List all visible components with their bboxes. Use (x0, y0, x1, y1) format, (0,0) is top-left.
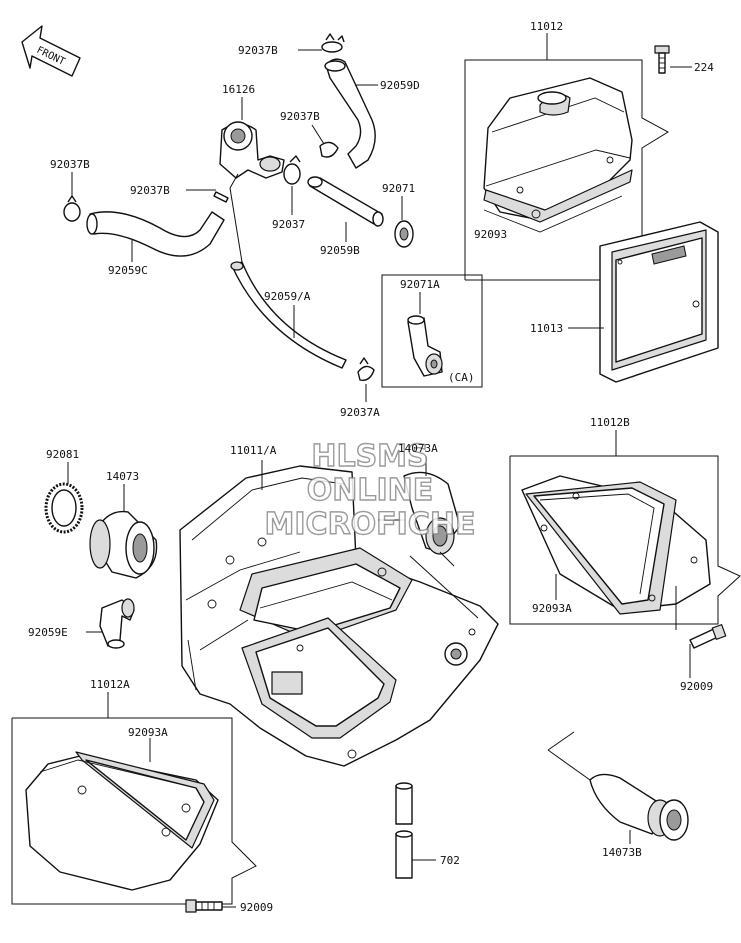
label-14073a: 14073A (398, 442, 438, 455)
label-11013: 11013 (530, 322, 563, 335)
front-arrow-icon: FRONT (21, 25, 81, 77)
label-224: 224 (694, 61, 714, 74)
label-16126: 16126 (222, 83, 255, 96)
cover-assembly-11012a-box (11, 692, 257, 905)
label-92059e: 92059E (28, 626, 68, 639)
label-11012: 11012 (530, 20, 563, 33)
hose-92059a-icon (229, 187, 347, 369)
clamp-92037b-mid-icon (311, 124, 339, 158)
cover-assembly-11012-box (464, 33, 670, 281)
grommet-92071-icon (394, 196, 414, 248)
label-92037b-mid: 92037B (280, 110, 320, 123)
label-92037a: 92037A (340, 406, 380, 419)
valve-16126-icon (219, 97, 285, 189)
label-702: 702 (440, 854, 460, 867)
label-ca: (CA) (448, 371, 475, 384)
hose-92059b-icon (307, 176, 384, 242)
air-cleaner-housing-11011a-icon (179, 460, 499, 767)
label-92093a-right: 92093A (532, 602, 572, 615)
label-92059c: 92059C (108, 264, 148, 277)
duct-14073-icon (89, 484, 158, 579)
hose-92059c-icon (86, 211, 225, 262)
watermark-line-1: HLSMS (311, 439, 428, 474)
label-11012a: 11012A (90, 678, 130, 691)
label-92081: 92081 (46, 448, 79, 461)
clamp-92037a-icon (357, 357, 375, 402)
label-14073: 14073 (106, 470, 139, 483)
label-92037b-small: 92037B (130, 184, 170, 197)
label-92071a: 92071A (400, 278, 440, 291)
label-11011a: 11011/A (230, 444, 277, 457)
label-92037: 92037 (272, 218, 305, 231)
label-92059d: 92059D (380, 79, 420, 92)
filter-element-11013-icon (568, 221, 719, 383)
filter-mesh-icon (651, 245, 687, 265)
watermark: HLSMS ONLINE MICROFICHE (264, 438, 476, 542)
label-92037b-top: 92037B (238, 44, 278, 57)
watermark-line-2: ONLINE (307, 473, 434, 508)
hose-92059d-icon (324, 58, 378, 169)
label-14073b: 14073B (602, 846, 642, 859)
screw-92009-bottom-icon (185, 899, 236, 913)
label-92093: 92093 (474, 228, 507, 241)
clamp-92037b-small-icon (186, 189, 229, 203)
label-92009-right: 92009 (680, 680, 713, 693)
label-92059a: 92059/A (264, 290, 311, 303)
label-92009-bottom: 92009 (240, 901, 273, 914)
clamp-92037-icon (283, 155, 301, 215)
tube-702-icon (395, 782, 436, 879)
clamp-92037b-left-icon (63, 172, 81, 222)
elbow-hose-92059e-icon (86, 598, 135, 649)
duct-14073a-icon (403, 456, 479, 619)
watermark-line-3: MICROFICHE (265, 507, 476, 542)
cover-assembly-11012b-box (509, 430, 741, 630)
duct-14073b-icon (547, 731, 689, 844)
screw-92009-right-icon (689, 624, 727, 678)
elbow-92071a-box (381, 274, 483, 388)
part-labels: 11012 224 92037B 92059D 16126 92037B 920… (28, 20, 714, 914)
label-92037b-left: 92037B (50, 158, 90, 171)
label-92093a-left: 92093A (128, 726, 168, 739)
screw-224-icon (654, 45, 692, 74)
label-92071: 92071 (382, 182, 415, 195)
spring-clamp-92081-icon (44, 462, 84, 534)
label-92059b: 92059B (320, 244, 360, 257)
clamp-92037b-top-icon (298, 33, 345, 53)
label-11012b: 11012B (590, 416, 630, 429)
